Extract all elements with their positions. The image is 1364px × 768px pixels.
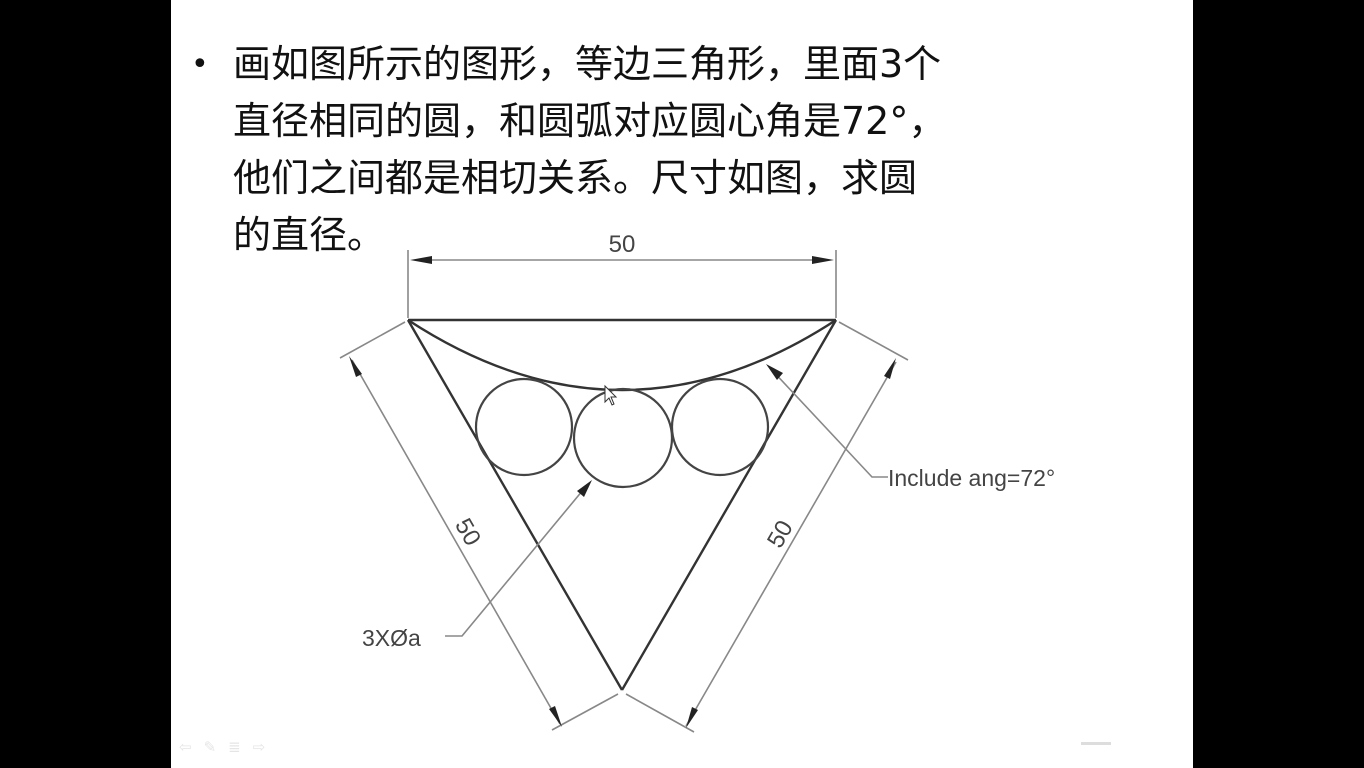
arc-72deg (407, 318, 837, 392)
text-line-4: 的直径。 (233, 213, 386, 257)
next-slide-icon[interactable]: ⇨ (252, 738, 266, 756)
bullet-icon: • (191, 47, 209, 82)
dimension-left (339, 321, 619, 731)
menu-icon[interactable]: ≣ (228, 738, 241, 756)
text-line-2: 直径相同的圆，和圆弧对应圆心角是72°， (233, 99, 947, 143)
dim-top-label: 50 (609, 231, 636, 258)
angle-leader (769, 367, 888, 478)
text-line-3: 他们之间都是相切关系。尺寸如图，求圆 (233, 156, 918, 200)
prev-slide-icon[interactable]: ⇦ (179, 738, 192, 756)
mouse-cursor-icon (604, 384, 618, 406)
dim-right-label: 50 (762, 516, 799, 553)
slide-indicator (1081, 742, 1111, 745)
dim-left-label: 50 (449, 514, 486, 551)
dimension-right (625, 321, 909, 733)
dimension-top (407, 250, 837, 318)
text-line-1: 画如图所示的图形，等边三角形，里面3个 (233, 42, 942, 86)
geometry-drawing: 50 50 50 (339, 231, 1055, 733)
circle-leader (445, 483, 589, 637)
angle-label: Include ang=72° (888, 465, 1055, 491)
slide: • 画如图所示的图形，等边三角形，里面3个 直径相同的圆，和圆弧对应圆心角是72… (171, 0, 1193, 768)
pen-icon[interactable]: ✎ (203, 738, 217, 756)
circle-label: 3XØa (362, 625, 421, 651)
three-circles (474, 377, 770, 489)
equilateral-triangle (406, 318, 838, 691)
slideshow-nav: ⇦ ✎ ≣ ⇨ (179, 738, 265, 756)
problem-text: • 画如图所示的图形，等边三角形，里面3个 直径相同的圆，和圆弧对应圆心角是72… (191, 36, 1093, 264)
